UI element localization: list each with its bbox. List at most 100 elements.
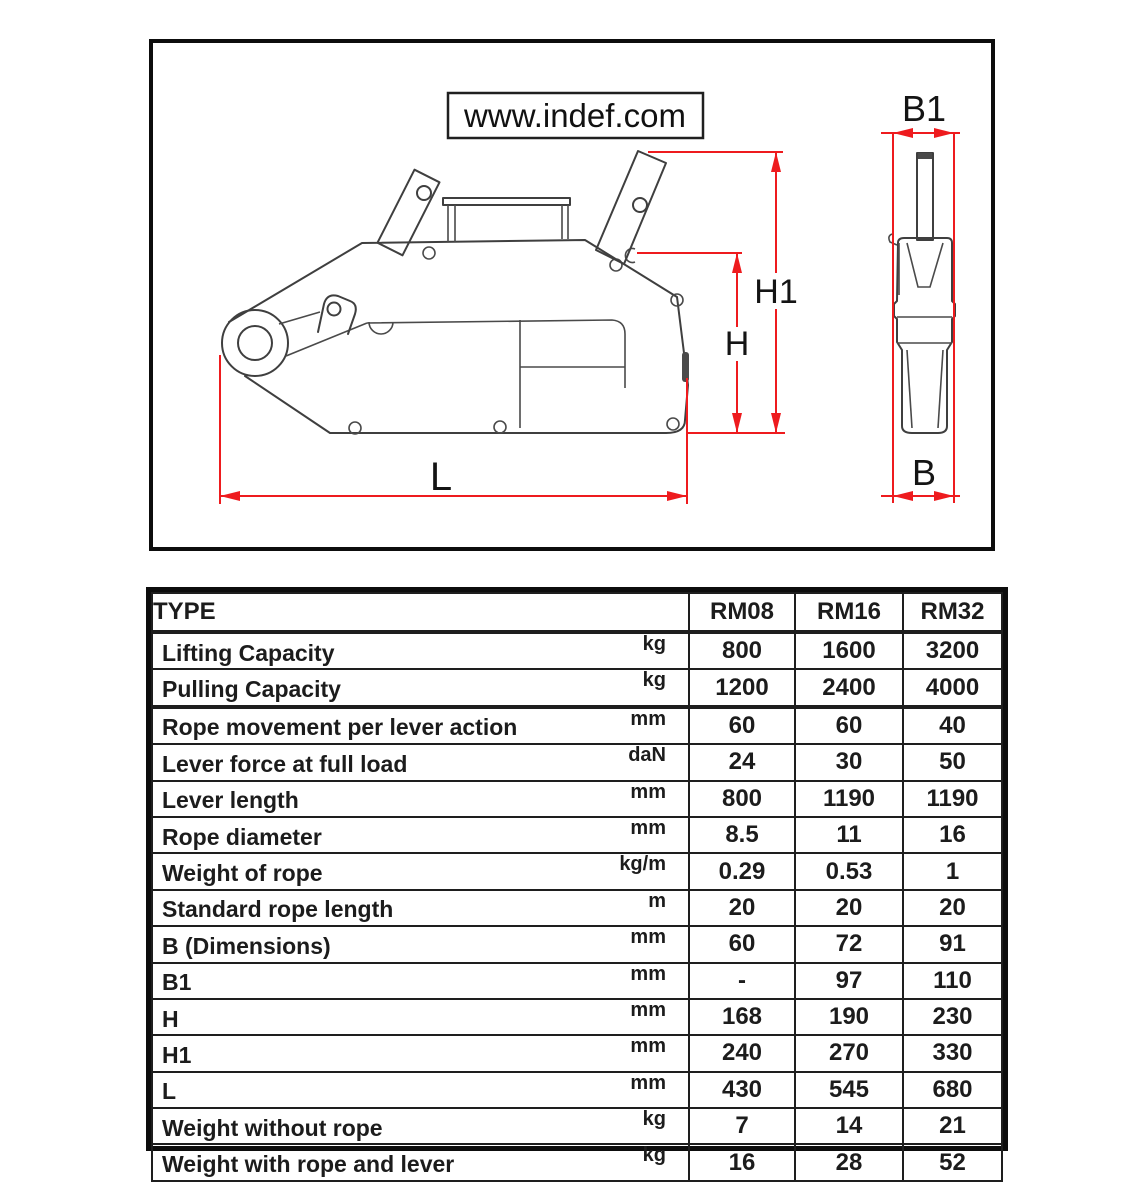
spec-value-cell: 21 [902, 1107, 1003, 1146]
spec-param-cell: Lever length mm [151, 779, 690, 818]
column-header-rm16: RM16 [794, 592, 904, 634]
spec-value-cell: 72 [794, 925, 904, 964]
spec-value-cell: 2400 [794, 668, 904, 709]
spec-value-cell: 1190 [902, 779, 1003, 818]
spec-value-cell: 545 [794, 1070, 904, 1110]
spec-value-cell: 24 [688, 743, 796, 782]
winch-end-view [888, 152, 956, 434]
spec-unit-label: mm [630, 816, 666, 839]
spec-param-label: Lever length [162, 787, 299, 814]
spec-value-cell: 3200 [902, 630, 1003, 671]
spec-unit-label: mm [630, 962, 666, 985]
spec-unit-label: mm [630, 998, 666, 1021]
spec-param-label: Weight with rope and lever [162, 1151, 455, 1178]
spec-unit-label: mm [630, 780, 666, 803]
spec-value-cell: 7 [688, 1107, 796, 1146]
spec-param-label: B1 [162, 969, 192, 996]
spec-value-cell: 1190 [794, 779, 904, 818]
winch-side-view [221, 150, 689, 435]
spec-param-label: Lifting Capacity [162, 639, 335, 666]
left-lever [376, 168, 441, 257]
bolt-holes [348, 246, 684, 435]
spec-unit-label: daN [628, 744, 666, 767]
spec-param-label: Weight of rope [162, 860, 323, 887]
spec-value-cell: - [688, 961, 796, 1000]
spec-value-cell: 14 [794, 1107, 904, 1146]
spec-param-cell: B (Dimensions)mm [151, 925, 690, 964]
spec-value-cell: 4000 [902, 668, 1003, 709]
spec-param-cell: Weight with rope and lever kg [151, 1143, 690, 1182]
spec-value-cell: 60 [688, 705, 796, 746]
dimension-label-b: B [912, 452, 936, 493]
spec-param-cell: Lever force at full load daN [151, 743, 690, 782]
dimension-l: L [219, 355, 688, 504]
dimension-label-h1: H1 [754, 273, 797, 311]
spec-param-label: Weight without rope [162, 1114, 383, 1141]
spec-param-label: H1 [162, 1041, 192, 1068]
spec-value-cell: 1600 [794, 630, 904, 671]
column-header-rm08: RM08 [688, 592, 796, 634]
spec-value-cell: 20 [902, 888, 1003, 928]
anchor-lug [317, 294, 357, 335]
website-label-box: www.indef.com [446, 91, 705, 140]
spec-value-cell: 11 [794, 815, 904, 855]
spec-value-cell: 800 [688, 779, 796, 818]
spec-value-cell: 330 [902, 1034, 1003, 1073]
spec-value-cell: 0.29 [688, 852, 796, 891]
spec-unit-label: mm [630, 1071, 666, 1094]
dimension-b: B [881, 452, 960, 501]
spec-value-cell: 240 [688, 1034, 796, 1073]
table-header-row: TYPE RM08 RM16 RM32 [151, 592, 1003, 634]
spec-value-cell: 60 [688, 925, 796, 964]
spec-value-cell: 168 [688, 997, 796, 1037]
spec-unit-label: kg [642, 1144, 666, 1167]
hook-detail [624, 247, 636, 264]
spec-value-cell: 30 [794, 743, 904, 782]
dimension-label-b1: B1 [902, 88, 946, 129]
spec-value-cell: 28 [794, 1143, 904, 1182]
spec-param-label: H [162, 1005, 179, 1032]
anchor-hole [237, 325, 273, 361]
spec-unit-label: mm [630, 707, 666, 730]
spec-param-label: Standard rope length [162, 896, 394, 923]
type-header: TYPE [151, 592, 690, 634]
latch-detail [682, 352, 689, 382]
column-header-rm32: RM32 [902, 592, 1003, 634]
right-lever [595, 150, 667, 265]
anchor-hub-outer [221, 309, 289, 377]
spec-param-label: Lever force at full load [162, 750, 408, 777]
drawing-panel: www.indef.com [149, 39, 995, 551]
spec-value-cell: 60 [794, 705, 904, 746]
spec-unit-label: kg [642, 1108, 666, 1131]
spec-param-label: L [162, 1078, 177, 1105]
spec-value-cell: 1200 [688, 668, 796, 709]
spec-value-cell: 16 [902, 815, 1003, 855]
spec-unit-label: kg [642, 669, 666, 692]
spec-value-cell: 0.53 [794, 852, 904, 891]
spec-value-cell: 20 [794, 888, 904, 928]
dimension-h1: H1 [648, 151, 801, 434]
spec-value-cell: 16 [688, 1143, 796, 1182]
